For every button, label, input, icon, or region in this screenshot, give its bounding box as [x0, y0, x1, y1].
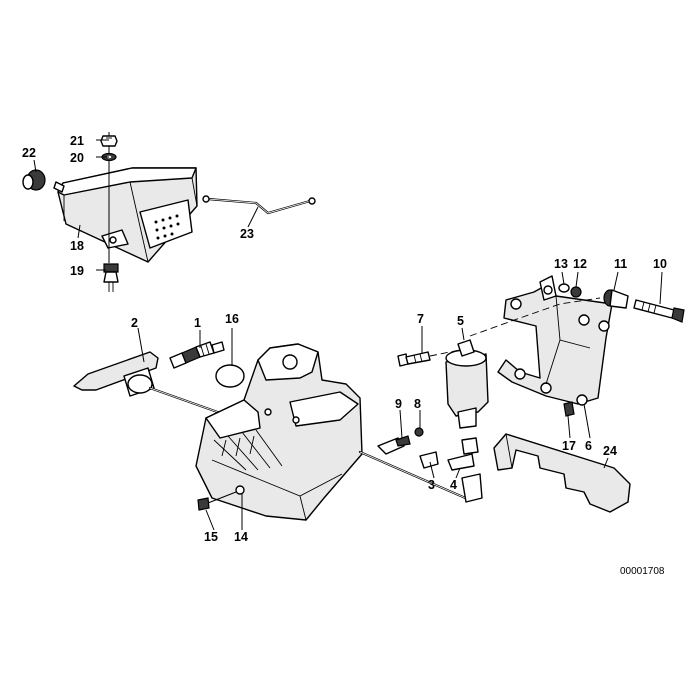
cable-lug-3 [419, 451, 439, 469]
nut-12 [570, 286, 582, 298]
callout-10: 10 [653, 257, 667, 271]
bracket-6 [469, 275, 613, 406]
sleeve-11 [603, 289, 629, 309]
callout-15: 15 [204, 530, 218, 544]
grommet-22 [22, 169, 46, 191]
callout-4: 4 [450, 478, 457, 492]
callout-14: 14 [234, 530, 248, 544]
ignition-coil-5 [445, 339, 489, 503]
callout-19: 19 [70, 264, 84, 278]
callout-17: 17 [562, 439, 576, 453]
callout-12: 12 [573, 257, 587, 271]
gasket-16 [215, 364, 245, 388]
screw-15 [197, 491, 237, 511]
callout-11: 11 [614, 257, 627, 271]
washer-13 [558, 283, 570, 293]
callout-16: 16 [225, 312, 239, 326]
ground-strap-23 [202, 195, 316, 215]
callout-23: 23 [240, 227, 254, 241]
callout-7: 7 [417, 312, 424, 326]
rubber-mount-19 [103, 263, 119, 292]
callout-5: 5 [457, 314, 464, 328]
spark-plug-connector-2 [73, 351, 242, 422]
callout-6: 6 [585, 439, 592, 453]
heat-shield-24 [493, 433, 631, 513]
callout-9: 9 [395, 397, 402, 411]
callout-18: 18 [70, 239, 84, 253]
clip-17 [563, 401, 575, 417]
nut-8 [414, 427, 424, 437]
callout-8: 8 [414, 397, 421, 411]
spark-plug-1 [169, 341, 225, 369]
terminal-9 [377, 435, 411, 455]
reference-number: 00001708 [620, 566, 665, 577]
callout-3: 3 [428, 478, 435, 492]
callout-2: 2 [131, 316, 138, 330]
callout-1: 1 [194, 316, 201, 330]
control-unit-assembly [22, 132, 198, 292]
leader-lines [33, 139, 663, 531]
nut-21 [100, 135, 118, 147]
terminal-4 [447, 453, 475, 471]
bolt-10 [633, 299, 685, 323]
ignition-housing-14 [195, 343, 472, 521]
connector-pins [154, 214, 180, 240]
callout-13: 13 [554, 257, 568, 271]
callout-22: 22 [22, 146, 36, 160]
screw-7 [397, 349, 461, 367]
callout-24: 24 [603, 444, 617, 458]
callout-labels: 1 2 3 4 5 6 7 8 9 10 11 12 13 14 15 16 1… [22, 134, 667, 544]
callout-20: 20 [70, 151, 84, 165]
callout-21: 21 [70, 134, 84, 148]
